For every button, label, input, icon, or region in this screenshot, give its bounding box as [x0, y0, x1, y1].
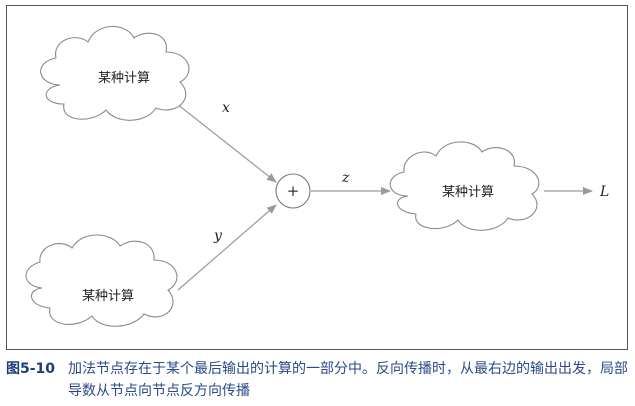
edge-label-x: x — [222, 100, 230, 116]
plus-node-symbol: + — [287, 182, 300, 200]
cloud-top: 某种计算 — [40, 25, 190, 121]
edge-label-y: y — [213, 228, 223, 244]
output-label: L — [599, 184, 609, 200]
figure-caption-text: 加法节点存在于某个最后输出的计算的一部分中。反向传播时，从最右边的输出出发，局部… — [68, 361, 628, 399]
edge-label-z: z — [341, 170, 350, 186]
cloud-right-label: 某种计算 — [442, 185, 494, 200]
cloud-right: 某种计算 — [389, 141, 540, 231]
computational-graph: 某种计算 某种计算 某种计算 + x y z L — [25, 25, 609, 327]
edge-y — [177, 204, 277, 291]
cloud-bottom: 某种计算 — [25, 234, 178, 327]
cloud-bottom-label: 某种计算 — [82, 289, 134, 304]
cloud-top-label: 某种计算 — [98, 71, 150, 86]
plus-node: + — [275, 173, 311, 209]
edge-x — [171, 99, 277, 183]
figure-number: 图5-10 — [6, 361, 56, 377]
